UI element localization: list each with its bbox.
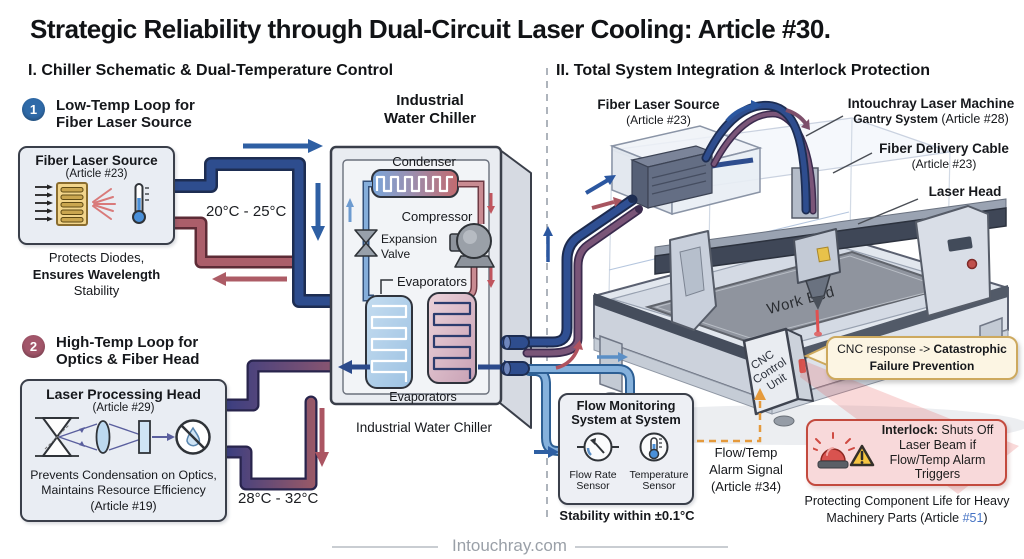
stability-note: Stability within ±0.1°C (559, 508, 695, 523)
supply-pipes (521, 194, 643, 456)
cnc-indicator-light (798, 358, 807, 374)
control-tower (915, 205, 991, 317)
loop2-temp-range: 28°C - 32°C (238, 490, 319, 507)
box-title: Laser Processing Head (46, 386, 201, 402)
protect-note: Protecting Component Life for Heavy Mach… (804, 494, 1010, 525)
warning-triangle-icon (849, 444, 875, 466)
svg-text:Water Chiller: Water Chiller (384, 110, 476, 127)
cnc-control-unit: CNC Control Unit (742, 327, 814, 427)
footer-rule-left (332, 546, 438, 548)
page-title: Strategic Reliability through Dual-Circu… (30, 14, 831, 44)
leader-lines (805, 115, 919, 225)
expansion-valve-icon (354, 229, 378, 257)
svg-text:Compressor: Compressor (402, 209, 473, 224)
thermometer-icon (131, 183, 149, 224)
svg-text:Industrial: Industrial (396, 92, 464, 109)
svg-text:Evaporators: Evaporators (397, 274, 468, 289)
label-fiber-delivery-cable: Fiber Delivery Cable (Article #23) (879, 141, 1009, 172)
svg-text:Industrial Water Chiller: Industrial Water Chiller (356, 420, 493, 435)
laser-processing-head-box: Laser Processing Head (Article #29) P (20, 379, 227, 522)
loop2-caption: Prevents Condensation on Optics, Maintai… (30, 468, 217, 513)
no-condensation-icon (174, 419, 211, 455)
laser-head (793, 228, 841, 337)
protective-window-icon (137, 420, 151, 454)
label-fiber-laser-source: Fiber Laser Source (Article #23) (597, 97, 720, 128)
fiber-laser-source-box: Fiber Laser Source (Article #23) (18, 146, 175, 245)
svg-text:Condenser: Condenser (392, 154, 456, 169)
loop1-title: Low-Temp Loop for Fiber Laser Source (56, 97, 195, 132)
laser-beam (815, 309, 820, 333)
fiber-delivery-cable (701, 100, 817, 215)
alarm-signal-label: Flow/Temp Alarm Signal (Article #34) (709, 445, 783, 494)
loop1-temp-range: 20°C - 25°C (206, 203, 287, 220)
optics-path-icon (34, 417, 211, 457)
alarm-signal-line (697, 388, 766, 443)
label-gantry-system: Intouchray Laser Machine Gantry System (… (847, 96, 1015, 127)
loop2-badge: 2 (22, 335, 45, 358)
loop1-flow-arrows (212, 139, 325, 286)
fiber-collimator-icon (34, 417, 79, 457)
tower-screen (947, 236, 973, 252)
interlock-box: Interlock: Shuts Off Laser Beam if Flow/… (806, 419, 1007, 486)
laser-diode-icon (34, 182, 149, 226)
temperature-sensor-icon (639, 432, 669, 462)
box-title: Fiber Laser Source (35, 153, 158, 168)
box-subtitle: (Article #29) (92, 402, 155, 414)
cnc-response-callout: CNC response -> Catastrophic Failure Pre… (826, 336, 1018, 380)
loop1-badge: 1 (22, 98, 45, 121)
flow-monitoring-box: Flow Monitoring System at System Flow Ra… (558, 393, 694, 505)
siren-icon (813, 431, 855, 468)
section2-flow-arrows (534, 175, 628, 458)
svg-text:Expansion: Expansion (381, 232, 437, 246)
label-laser-head: Laser Head (928, 184, 1002, 199)
interlock-text: Interlock: Shuts Off Laser Beam if Flow/… (881, 423, 994, 482)
tower-button (966, 258, 978, 270)
chiller-ports (500, 335, 530, 376)
section1-heading: I. Chiller Schematic & Dual-Temperature … (28, 62, 394, 79)
laser-rays-icon (91, 188, 116, 220)
flow-rate-sensor-icon (577, 432, 619, 462)
loop2-pipes (221, 359, 339, 491)
compressor-icon (449, 223, 495, 268)
svg-text:Valve: Valve (381, 247, 410, 261)
loop1-pipes (168, 157, 339, 308)
loop2-title: High-Temp Loop for Optics & Fiber Head (56, 334, 200, 369)
warning-sticker (816, 246, 831, 263)
footer-brand: Intouchray.com (452, 536, 567, 555)
footer-rule-right (575, 546, 728, 548)
section2-heading: II. Total System Integration & Interlock… (556, 62, 930, 79)
lens-icon (95, 420, 110, 454)
fiber-laser-source-unit (609, 125, 763, 216)
loop2-flow-arrow (315, 408, 329, 467)
chiller-unit: Condenser Expansion Valve Compressor (329, 92, 532, 435)
loop1-caption: Protects Diodes, Ensures Wavelength Stab… (32, 250, 161, 299)
svg-text:Evaporators: Evaporators (389, 390, 456, 404)
box-subtitle: (Article #23) (65, 168, 128, 180)
